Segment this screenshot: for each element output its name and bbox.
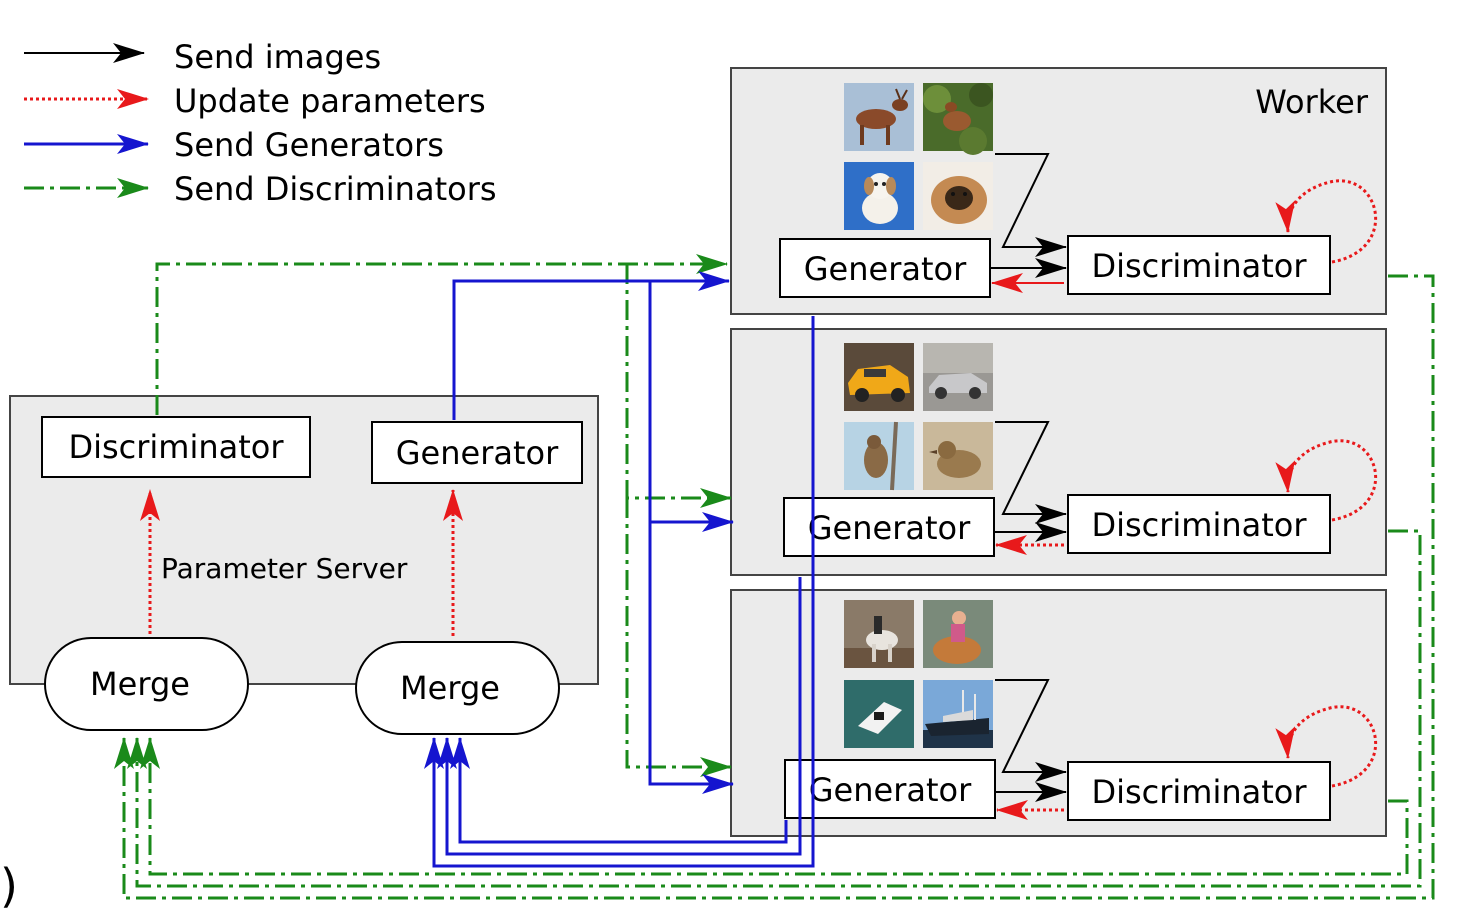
worker-generator-box [783,497,995,557]
merge-right-label: Merge [400,669,500,707]
legend-send-generators-label: Send Generators [174,126,444,164]
legend-send-discriminators: Send Discriminators [24,170,497,208]
worker-discriminator-label: Discriminator [1091,506,1307,544]
worker-discriminator-box [1067,235,1331,295]
legend-send-images-label: Send images [174,38,381,76]
self-update-loop [1275,705,1378,788]
legend-send-images: Send images [24,38,381,76]
ship-image [922,679,994,749]
automobile-image [844,343,914,411]
send-images-arrow [995,153,1067,257]
deer-image [843,82,915,152]
deer-image [923,83,993,155]
legend: Send images Update parameters Send Gener… [24,38,497,208]
legend-update-parameters: Update parameters [24,82,486,120]
server-discriminator-box [41,416,311,478]
bird-image [923,422,993,490]
send-images-arrow [995,679,1067,782]
dog-image [923,162,993,230]
horse-image [844,600,914,668]
worker-generator-label: Generator [804,250,967,288]
legend-send-generators: Send Generators [24,126,444,164]
worker-generator-box [779,238,991,298]
corner-glyph: ) [0,859,18,910]
worker-discriminator-box [1067,761,1331,821]
dog-image [844,162,914,230]
automobile-image [923,343,993,411]
worker-discriminator-label: Discriminator [1091,773,1307,811]
server-discriminator-label: Discriminator [68,428,284,466]
ship-image [844,680,914,748]
parameter-server-title: Parameter Server [161,552,408,585]
merge-left-label: Merge [90,665,190,703]
worker-generator-label: Generator [808,509,971,547]
worker-discriminator-box [1067,494,1331,554]
send-images-arrow [995,421,1067,524]
send-discriminators-flow [114,254,1435,900]
legend-send-discriminators-label: Send Discriminators [174,170,497,208]
horse-image [923,600,993,668]
worker-generator-label: Generator [809,771,972,809]
self-update-loop [1275,179,1378,264]
server-generator-label: Generator [396,434,559,472]
self-update-loop [1275,439,1378,522]
send-generators-flow [424,271,815,868]
worker-discriminator-label: Discriminator [1091,247,1307,285]
merge-left-box [44,637,249,731]
legend-update-parameters-label: Update parameters [174,82,486,120]
merge-right-box [355,641,560,735]
bird-image [842,420,916,492]
server-generator-box [371,421,583,484]
worker-title: Worker [1255,83,1369,121]
worker-generator-box [784,759,996,819]
